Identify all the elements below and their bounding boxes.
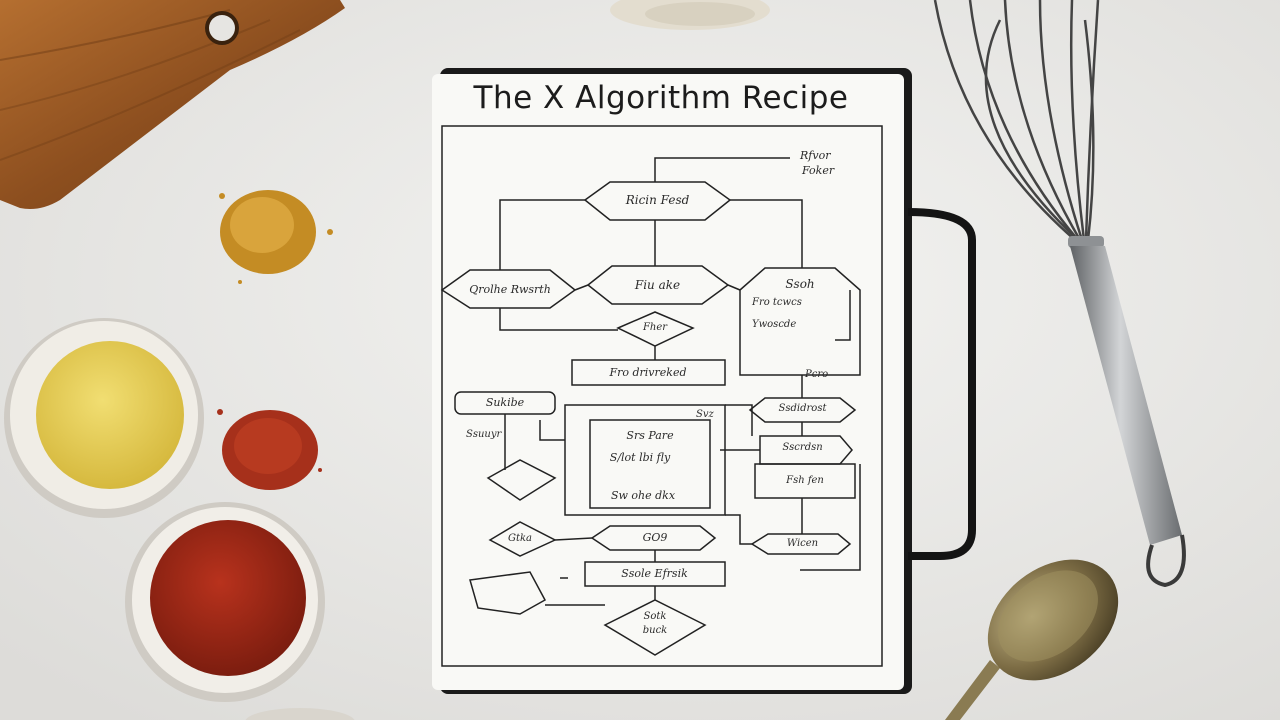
flowchart-label: Ssdidrost bbox=[778, 403, 827, 414]
flowchart-label: Fher bbox=[642, 322, 668, 333]
flowchart-diagram bbox=[440, 157, 861, 656]
flowchart-label: Foker bbox=[802, 164, 835, 177]
flowchart-label: Fiu ake bbox=[634, 278, 681, 292]
cutting-board-icon bbox=[0, 0, 345, 209]
flowchart-label: Fsh fen bbox=[786, 475, 824, 486]
flowchart-label: Wicen bbox=[786, 538, 819, 549]
notebook bbox=[432, 68, 976, 694]
flour-pile bbox=[610, 0, 770, 30]
spoon-icon bbox=[945, 559, 1119, 720]
flowchart-label: buck bbox=[642, 625, 668, 636]
flowchart-label: Ssoh bbox=[785, 277, 815, 291]
flowchart-label: Sukibe bbox=[485, 396, 525, 409]
notebook-title: The X Algorithm Recipe bbox=[473, 80, 849, 116]
flowchart-label: Fro drivreked bbox=[609, 366, 687, 379]
paprika-pile bbox=[217, 409, 322, 490]
flowchart-label: S/lot lbi fly bbox=[609, 451, 671, 464]
spice-bowl-icon bbox=[125, 502, 325, 702]
flowchart-label: Sotk bbox=[643, 611, 667, 622]
flowchart-label: Pcro bbox=[805, 369, 829, 380]
flowchart-label: Srs Pare bbox=[626, 429, 674, 442]
flowchart-label: Ssole Efrsik bbox=[621, 567, 688, 580]
flowchart-label: Ricin Fesd bbox=[625, 193, 690, 207]
flowchart-label: Rfvor bbox=[800, 149, 831, 162]
flowchart-label: Ywoscde bbox=[752, 319, 797, 330]
whisk-icon bbox=[933, 0, 1186, 588]
flowchart-label: GO9 bbox=[642, 531, 668, 544]
bowl-edge bbox=[245, 708, 355, 720]
flowchart-label: Qrolhe Rwsrth bbox=[469, 283, 551, 296]
flowchart-label: Fro tcwcs bbox=[752, 297, 802, 308]
flowchart-label: Gtka bbox=[507, 533, 533, 544]
flowchart-label: Svz bbox=[696, 409, 714, 420]
flowchart-label: Sw ohe dkx bbox=[610, 489, 676, 502]
turmeric-pile bbox=[219, 190, 333, 284]
flowchart-label: Ssuuyr bbox=[466, 429, 502, 440]
spice-bowl-icon bbox=[4, 318, 204, 518]
flowchart-label: Sscrdsn bbox=[782, 442, 823, 453]
